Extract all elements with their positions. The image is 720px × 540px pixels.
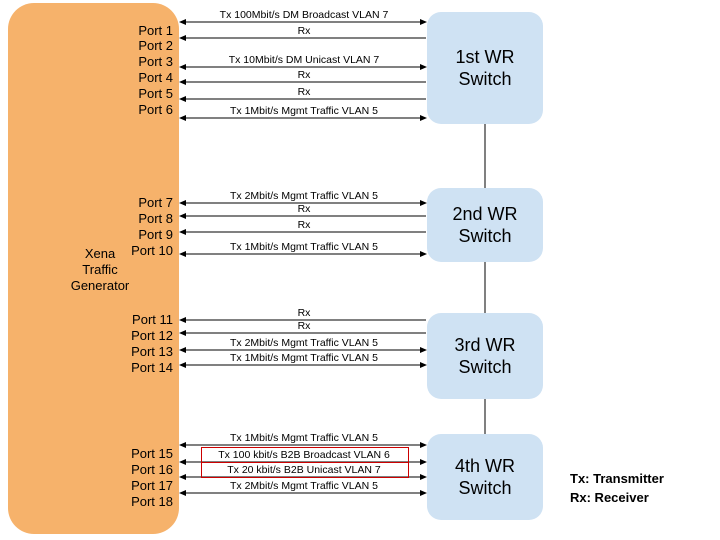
switch-3: 3rd WR Switch: [427, 313, 543, 399]
link-label-1: Tx 100Mbit/s DM Broadcast VLAN 7: [219, 9, 389, 21]
port-label-4: Port 4: [138, 70, 173, 85]
link-label-14: Tx 1Mbit/s Mgmt Traffic VLAN 5: [229, 352, 378, 364]
port-label-13: Port 13: [131, 344, 173, 359]
link-label-9: Rx: [297, 219, 311, 231]
legend-tx: Tx: Transmitter: [570, 471, 664, 486]
port-label-8: Port 8: [138, 211, 173, 226]
link-label-18: Tx 2Mbit/s Mgmt Traffic VLAN 5: [229, 480, 378, 492]
port-label-3: Port 3: [138, 54, 173, 69]
link-label-15: Tx 1Mbit/s Mgmt Traffic VLAN 5: [229, 432, 378, 444]
port-label-2: Port 2: [138, 38, 173, 53]
traffic-generator: [8, 3, 179, 534]
port-label-16: Port 16: [131, 462, 173, 477]
link-label-11: Rx: [297, 307, 311, 319]
switch-2: 2nd WR Switch: [427, 188, 543, 262]
port-label-7: Port 7: [138, 195, 173, 210]
link-label-6: Tx 1Mbit/s Mgmt Traffic VLAN 5: [229, 105, 378, 117]
highlight-box-17: [201, 462, 409, 478]
port-label-18: Port 18: [131, 494, 173, 509]
switch-4: 4th WR Switch: [427, 434, 543, 520]
port-label-10: Port 10: [131, 243, 173, 258]
port-label-6: Port 6: [138, 102, 173, 117]
port-label-17: Port 17: [131, 478, 173, 493]
legend-rx: Rx: Receiver: [570, 490, 649, 505]
link-label-4: Rx: [297, 69, 311, 81]
port-label-15: Port 15: [131, 446, 173, 461]
link-label-8: Rx: [297, 203, 311, 215]
link-label-7: Tx 2Mbit/s Mgmt Traffic VLAN 5: [229, 190, 378, 202]
port-label-1: Port 1: [138, 23, 173, 38]
switch-1: 1st WR Switch: [427, 12, 543, 124]
link-label-17: Tx 20 kbit/s B2B Unicast VLAN 7: [227, 464, 381, 476]
link-label-10: Tx 1Mbit/s Mgmt Traffic VLAN 5: [229, 241, 378, 253]
port-label-5: Port 5: [138, 86, 173, 101]
link-label-2: Rx: [297, 25, 311, 37]
link-label-5: Rx: [297, 86, 311, 98]
traffic-generator-label: Xena Traffic Generator: [70, 246, 130, 293]
port-label-11: Port 11: [132, 312, 173, 327]
port-label-14: Port 14: [131, 360, 173, 375]
legend: Tx: Transmitter Rx: Receiver: [570, 469, 664, 507]
link-label-3: Tx 10Mbit/s DM Unicast VLAN 7: [228, 54, 380, 66]
link-label-13: Tx 2Mbit/s Mgmt Traffic VLAN 5: [229, 337, 378, 349]
port-label-9: Port 9: [138, 227, 173, 242]
port-label-12: Port 12: [131, 328, 173, 343]
link-label-16: Tx 100 kbit/s B2B Broadcast VLAN 6: [218, 449, 390, 461]
link-label-12: Rx: [297, 320, 311, 332]
highlight-box-16: [201, 447, 409, 463]
